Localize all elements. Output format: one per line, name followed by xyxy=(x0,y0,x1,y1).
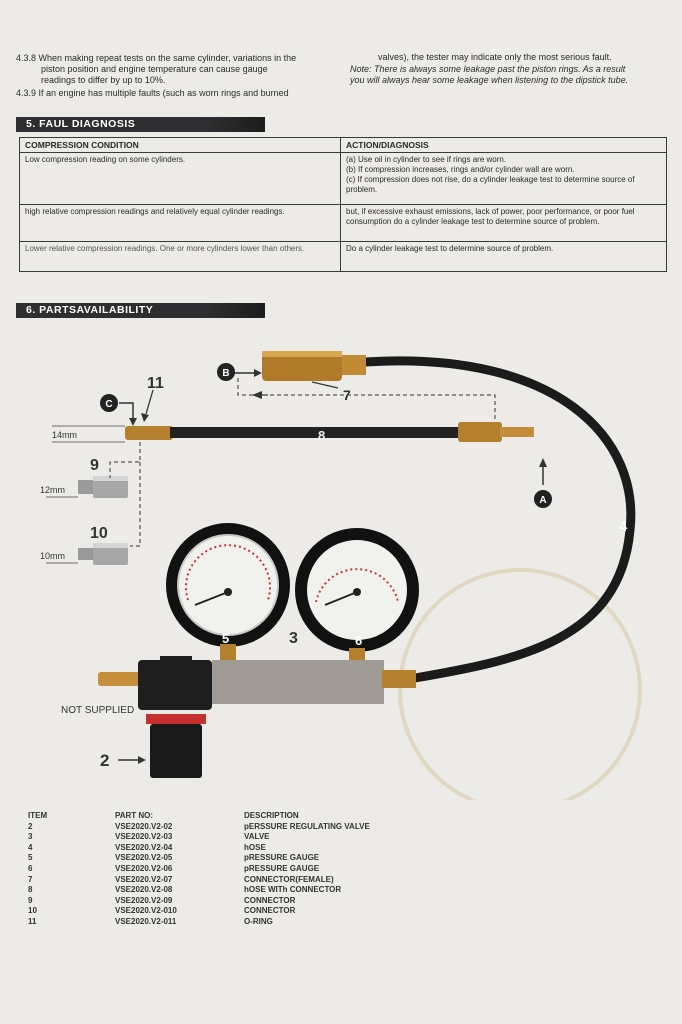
parts-description: pRESSURE GAUGE xyxy=(244,863,320,873)
action-line: (a) Use oil in cylinder to see if rings … xyxy=(346,155,507,164)
parts-item: 9 xyxy=(28,895,33,905)
action-cell: but, if excessive exhaust emissions, lac… xyxy=(340,204,667,242)
callout-a: A xyxy=(539,495,546,506)
parts-partno: VSE2020.V2-06 xyxy=(115,863,173,873)
parts-item: 3 xyxy=(28,832,33,842)
section-5-header: 5. FAUL DIAGNOSIS xyxy=(16,117,265,132)
parts-partno: VSE2020.V2-08 xyxy=(115,885,173,895)
parts-description: hOSE xyxy=(244,842,266,852)
parts-item: 6 xyxy=(28,863,33,873)
callout-c: C xyxy=(105,399,112,410)
parts-description: O-RING xyxy=(244,916,273,926)
action-cell: Do a cylinder leakage test to determine … xyxy=(340,241,667,272)
label-10: 10 xyxy=(90,525,108,542)
parts-partno: VSE2020.V2-02 xyxy=(115,821,173,831)
condition-cell: high relative compression readings and r… xyxy=(19,204,341,242)
valve-body-3 xyxy=(212,660,384,704)
callout-b: B xyxy=(222,368,229,379)
hose-8-with-connector xyxy=(125,422,534,442)
size-14mm: 14mm xyxy=(52,430,77,440)
table-row: high relative compression readings and r… xyxy=(19,204,667,242)
parts-description: pERSSURE REGULATING VALVE xyxy=(244,821,370,831)
section-6-header: 6. PARTSAVAILABILITY xyxy=(16,303,265,318)
parts-partno-column: PART NO: VSE2020.V2-02 VSE2020.V2-03 VSE… xyxy=(115,811,177,928)
action-line: but, if excessive exhaust emissions, lac… xyxy=(346,207,635,226)
note-line1: Note: There is always some leakage past … xyxy=(350,64,626,74)
label-8: 8 xyxy=(318,428,325,443)
connector-9 xyxy=(78,476,128,498)
pressure-gauge-6 xyxy=(295,528,419,662)
parts-partno: VSE2020.V2-04 xyxy=(115,842,173,852)
label-6: 6 xyxy=(355,633,362,648)
parts-diagram: B C A 11 7 8 9 10 4 5 3 6 2 14mm 12mm 10… xyxy=(40,351,642,800)
parts-partno: VSE2020.V2-07 xyxy=(115,874,173,884)
female-connector-7 xyxy=(262,351,366,381)
size-10mm: 10mm xyxy=(40,551,65,561)
pressure-regulating-valve-2 xyxy=(98,656,212,778)
parts-item: 4 xyxy=(28,842,33,852)
action-line: (c) If compression does not rise, do a c… xyxy=(346,175,635,194)
header-condition: COMPRESSION CONDITION xyxy=(19,137,341,153)
parts-description: pRESSURE GAUGE xyxy=(244,853,320,863)
parts-item-column: ITEM 2 3 4 5 6 7 8 9 10 11 xyxy=(28,811,47,928)
parts-item: 11 xyxy=(28,916,37,926)
parts-partno: VSE2020.V2-09 xyxy=(115,895,173,905)
para-right-valves: valves), the tester may indicate only th… xyxy=(378,52,612,62)
hose-4 xyxy=(360,356,636,683)
parts-partno: VSE2020.V2-03 xyxy=(115,832,173,842)
size-12mm: 12mm xyxy=(40,485,65,495)
label-5: 5 xyxy=(222,631,229,646)
action-cell: (a) Use oil in cylinder to see if rings … xyxy=(340,152,667,205)
parts-item: 10 xyxy=(28,906,37,916)
parts-item: 2 xyxy=(28,821,33,831)
not-supplied-label: NOT SUPPLIED xyxy=(61,705,134,716)
table-row: Lower relative compression readings. One… xyxy=(19,241,667,272)
action-line: (b) If compression increases, rings and/… xyxy=(346,165,575,174)
parts-header-item: ITEM xyxy=(28,811,48,820)
label-11: 11 xyxy=(147,375,164,392)
diagnosis-table: COMPRESSION CONDITION ACTION/DIAGNOSIS L… xyxy=(19,137,667,272)
parts-partno: VSE2020.V2-011 xyxy=(115,916,177,926)
action-line: Do a cylinder leakage test to determine … xyxy=(346,244,554,253)
label-3: 3 xyxy=(289,630,298,647)
valve-outlet xyxy=(382,670,416,688)
para-4-3-8-line2: piston position and engine temperature c… xyxy=(41,64,268,74)
parts-description: CONNECTOR xyxy=(244,895,296,905)
parts-description: VALVE xyxy=(244,832,270,842)
para-4-3-9: 4.3.9 If an engine has multiple faults (… xyxy=(16,88,289,98)
parts-partno: VSE2020.V2-010 xyxy=(115,906,177,916)
parts-item: 7 xyxy=(28,874,33,884)
label-9: 9 xyxy=(90,457,99,474)
condition-cell: Low compression reading on some cylinder… xyxy=(19,152,341,205)
label-4: 4 xyxy=(619,518,628,535)
parts-partno: VSE2020.V2-05 xyxy=(115,853,173,863)
parts-description: CONNECTOR xyxy=(244,906,296,916)
para-4-3-8-line1: 4.3.8 When making repeat tests on the sa… xyxy=(16,53,297,63)
table-header-row: COMPRESSION CONDITION ACTION/DIAGNOSIS xyxy=(19,137,667,153)
note-line2: you will always hear some leakage when l… xyxy=(350,75,629,85)
para-4-3-8-line3: readings to differ by up to 10%. xyxy=(41,75,166,85)
header-action: ACTION/DIAGNOSIS xyxy=(340,137,667,153)
parts-description: hOSE WITh CONNECTOR xyxy=(244,885,342,895)
parts-item: 5 xyxy=(28,853,33,863)
parts-header-partno: PART NO: xyxy=(115,811,154,820)
label-7: 7 xyxy=(343,387,351,403)
parts-item: 8 xyxy=(28,885,33,895)
parts-description: CONNECTOR(FEMALE) xyxy=(244,874,334,884)
parts-description-column: DESCRIPTION pERSSURE REGULATING VALVE VA… xyxy=(244,811,370,928)
table-row: Low compression reading on some cylinder… xyxy=(19,152,667,205)
condition-cell: Lower relative compression readings. One… xyxy=(19,241,341,272)
connector-10 xyxy=(78,543,128,565)
parts-header-description: DESCRIPTION xyxy=(244,811,299,820)
pressure-gauge-5 xyxy=(166,523,290,660)
label-2: 2 xyxy=(100,751,109,770)
stain-ring xyxy=(398,568,642,800)
